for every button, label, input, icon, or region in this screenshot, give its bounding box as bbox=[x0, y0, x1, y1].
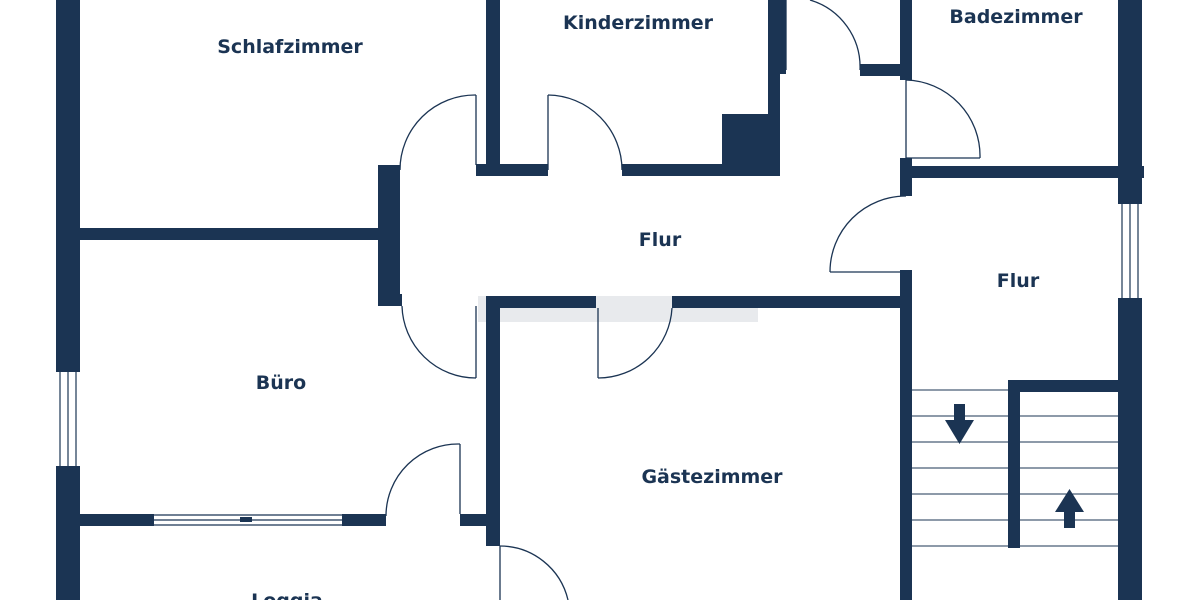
door-gaestezimmer bbox=[597, 307, 673, 379]
gaestezimmer-left-wall bbox=[486, 296, 500, 546]
kinderzimmer-chimney bbox=[722, 114, 780, 176]
window-right-flur bbox=[1121, 204, 1139, 298]
right-exterior-wall-upper bbox=[1118, 0, 1142, 204]
label-buero: Büro bbox=[256, 372, 306, 394]
kinderzimmer-left-wall bbox=[486, 0, 500, 170]
flur-bottom-left-stub bbox=[378, 294, 402, 306]
buero-bottom-wall-left bbox=[80, 514, 154, 526]
door-flur-top bbox=[785, 0, 861, 71]
staircase bbox=[912, 389, 1118, 547]
door-gaestezimmer-lower bbox=[499, 545, 569, 600]
stair-up-flight bbox=[1020, 415, 1118, 547]
stair-flur-left-wall-upper bbox=[900, 178, 912, 196]
kinderzimmer-bottom-wall-left bbox=[476, 164, 548, 176]
door-schlafzimmer bbox=[399, 94, 477, 171]
room-labels: Schlafzimmer Kinderzimmer Badezimmer Flu… bbox=[217, 6, 1083, 600]
walls bbox=[56, 0, 1144, 600]
stair-core-wall-left bbox=[1008, 380, 1020, 548]
label-kinderzimmer: Kinderzimmer bbox=[563, 12, 714, 34]
stair-flur-left-wall bbox=[900, 270, 912, 600]
buero-right-stub bbox=[460, 514, 500, 526]
doors bbox=[385, 0, 981, 600]
buero-bottom-wall-right bbox=[342, 514, 386, 526]
arrow-up-icon bbox=[1055, 489, 1084, 528]
door-kinderzimmer bbox=[547, 94, 623, 171]
flur-left-wall bbox=[378, 165, 400, 305]
badezimmer-bottom-wall bbox=[900, 166, 1144, 178]
left-exterior-wall bbox=[56, 0, 80, 372]
label-schlafzimmer: Schlafzimmer bbox=[217, 36, 363, 58]
door-stair-flur bbox=[829, 195, 907, 273]
label-flur-stair: Flur bbox=[997, 270, 1040, 292]
gaestezimmer-top-wall-right bbox=[672, 296, 910, 308]
right-exterior-wall-lower bbox=[1118, 298, 1142, 600]
schlafzimmer-bottom-wall bbox=[80, 228, 386, 240]
door-loggia bbox=[385, 443, 461, 517]
gaestezimmer-top-wall-left bbox=[486, 296, 596, 308]
badezimmer-left-wall-upper bbox=[900, 0, 912, 80]
arrow-down-icon bbox=[945, 404, 974, 444]
label-loggia: Loggia bbox=[251, 590, 323, 600]
left-exterior-wall-lower bbox=[56, 466, 80, 600]
window-left-buero bbox=[59, 372, 77, 466]
door-badezimmer bbox=[905, 79, 981, 159]
label-badezimmer: Badezimmer bbox=[949, 6, 1083, 28]
loggia-sliding-door bbox=[154, 514, 342, 526]
stair-core-wall-top bbox=[1008, 380, 1120, 392]
label-gaestezimmer: Gästezimmer bbox=[641, 466, 783, 488]
windows bbox=[59, 0, 1139, 526]
flur-left-top-stub bbox=[378, 165, 400, 175]
badezimmer-wall-segment bbox=[860, 64, 912, 76]
door-buero bbox=[401, 305, 477, 379]
label-flur-main: Flur bbox=[639, 229, 682, 251]
flur-top-stub bbox=[780, 0, 786, 74]
